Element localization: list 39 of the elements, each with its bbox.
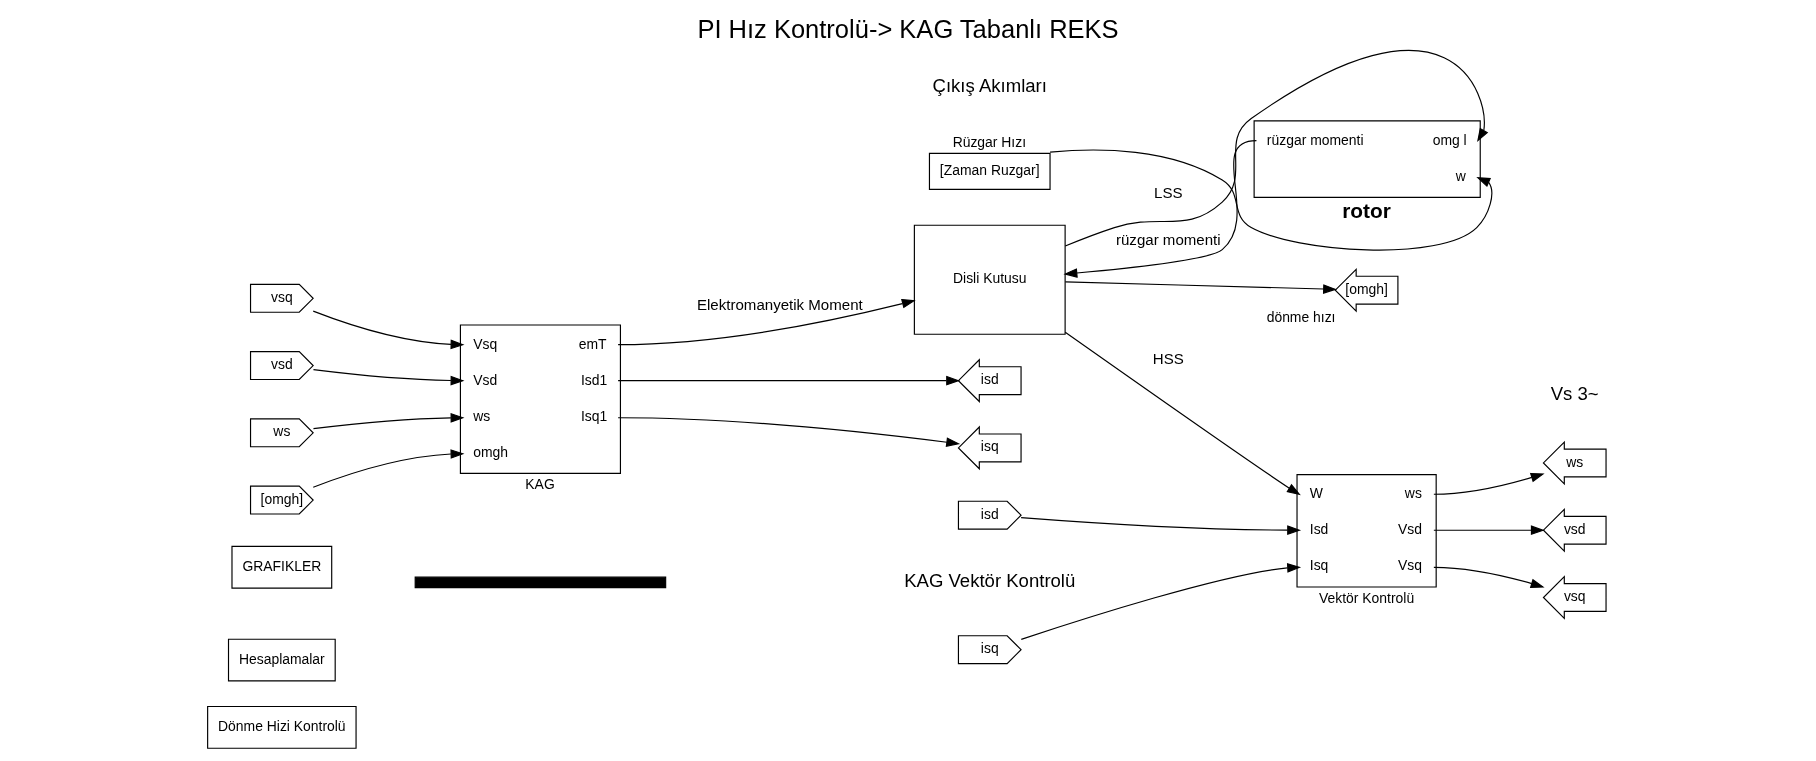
node-box: Dönme Hizi Kontrolü	[207, 705, 357, 749]
node-box: Disli Kutusu	[913, 224, 1066, 335]
node-box: GRAFIKLER	[231, 545, 333, 589]
edge-label: rüzgar momenti	[1116, 231, 1221, 249]
label: KAG Vektör Kontrolü	[904, 569, 1076, 591]
arrow	[617, 298, 916, 346]
arrow	[1049, 149, 1493, 251]
arrow	[1064, 50, 1489, 247]
arrow	[1063, 140, 1257, 278]
arrow	[312, 369, 465, 386]
arrow	[617, 375, 961, 386]
arrow	[1064, 281, 1338, 294]
edge-label: Elektromanyetik Moment	[697, 296, 863, 314]
node-bar	[414, 576, 667, 589]
node-box: rüzgar momenti omg l w	[1253, 120, 1481, 198]
label: Vs 3~	[1550, 383, 1599, 405]
arrow	[1020, 563, 1302, 640]
node-label: dönme hızı	[1266, 309, 1336, 326]
arrow	[1064, 331, 1301, 496]
node-label: Rüzgar Hızı	[952, 134, 1027, 151]
arrow	[1433, 472, 1545, 495]
arrow	[1433, 566, 1545, 589]
node-label: Vektör Kontrolü	[1319, 589, 1415, 606]
node-label: rotor	[1342, 198, 1391, 222]
arrow	[1433, 525, 1545, 536]
arrow	[312, 449, 465, 488]
node-label: KAG	[525, 476, 555, 493]
edge-label: HSS	[1152, 349, 1184, 367]
node-box: [Zaman Ruzgar]	[928, 152, 1051, 190]
arrow	[1020, 517, 1302, 536]
arrow	[312, 310, 465, 350]
label: Çıkış Akımları	[932, 74, 1047, 96]
node-box: Vsq emT Vsd Isd1 ws Isq1 omgh	[459, 324, 621, 474]
node-box: Hesaplamalar	[227, 638, 336, 682]
diagram-title: PI Hız Kontrolü-> KAG Tabanlı REKS	[697, 14, 1119, 43]
edge-label: LSS	[1154, 183, 1183, 201]
arrow	[312, 412, 465, 430]
node-box: W ws Isd Vsd Isq Vsq	[1296, 474, 1437, 588]
arrow	[617, 417, 961, 448]
